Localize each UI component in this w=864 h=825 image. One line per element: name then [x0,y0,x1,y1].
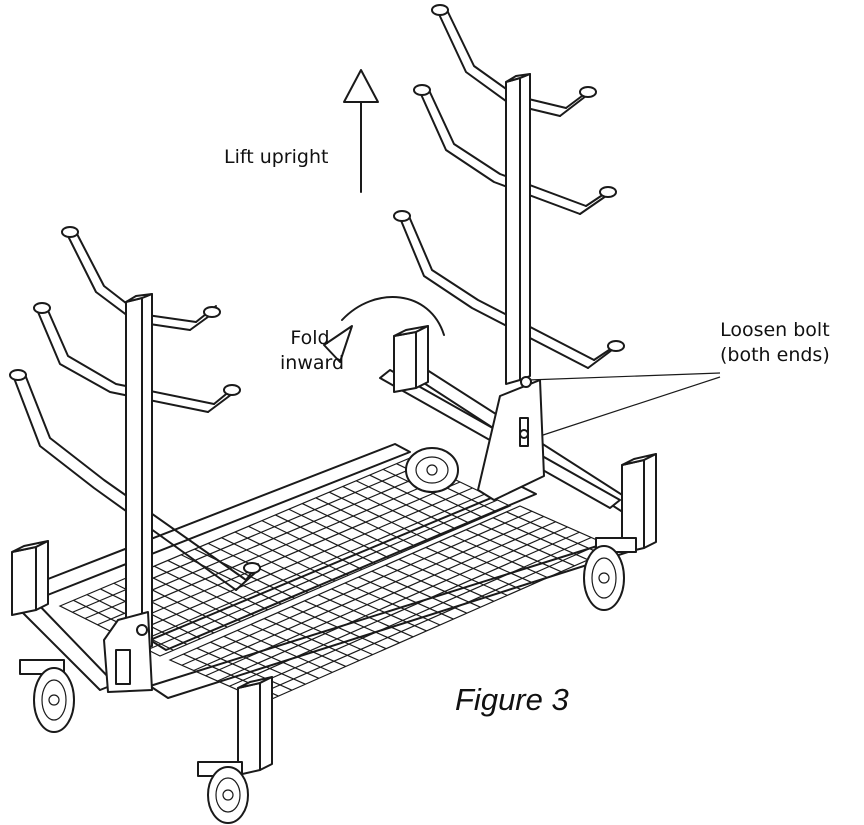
mesh-wire [109,481,461,632]
caster-back-middle [405,447,459,493]
lift-upright-label: Lift upright [224,146,329,168]
corner-post-back-right [393,325,429,393]
corner-post-front-right [621,453,657,554]
left-upright [9,226,261,693]
mesh-wire [122,487,473,638]
caster-left [19,659,75,733]
mesh-wire [193,515,544,672]
mesh-wire [241,536,592,693]
loosen-leaders [527,372,721,438]
mesh-wire [205,521,556,677]
corner-post-back-left [11,540,49,616]
loosen-label-line2: (both ends) [720,344,830,366]
right-upright [393,4,625,501]
corner-post-front-left [237,676,273,776]
fold-label-line2: inward [280,352,345,374]
mesh-wire [252,542,604,698]
fold-inward-label: Fold inward [280,326,345,376]
mesh-wire [181,510,533,666]
mesh-wire [229,531,580,687]
mesh-wire [97,475,448,626]
mesh-wire [147,499,498,651]
fold-arrow [323,296,445,363]
fold-label-line1: Fold [290,327,330,349]
mesh-wire [217,526,568,682]
lift-arrow [343,69,379,193]
loosen-bolt-label: Loosen bolt (both ends) [720,318,830,368]
figure-caption: Figure 3 [455,682,569,717]
mesh-wire [134,493,486,645]
loosen-label-line1: Loosen bolt [720,319,830,341]
caster-front [197,761,249,824]
caster-right [583,537,637,611]
